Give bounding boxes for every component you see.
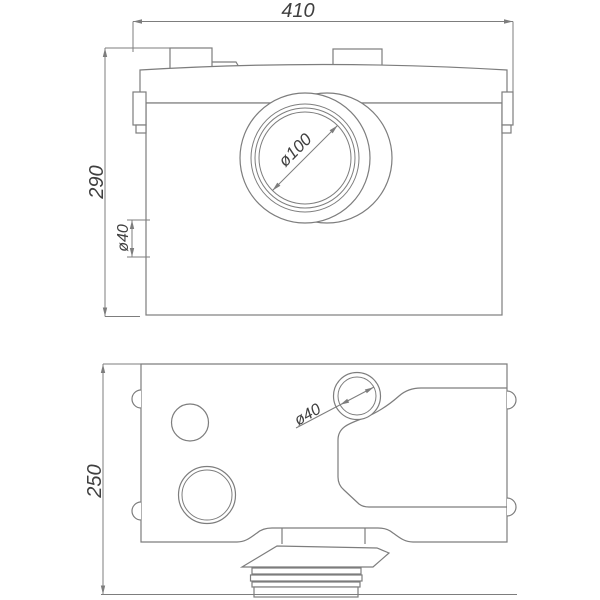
mounting-lug-left-top xyxy=(131,389,142,409)
dim-port-line xyxy=(295,386,375,429)
motor-pod-outline xyxy=(337,387,507,508)
dim-label-side-port: ø40 xyxy=(115,224,132,252)
dim-arrow xyxy=(329,125,338,134)
latch-left-step xyxy=(135,124,147,134)
outlet-ring xyxy=(251,567,362,575)
latch-left xyxy=(132,91,147,126)
mounting-lug-right-bottom xyxy=(506,497,517,517)
lid xyxy=(139,63,508,104)
inlet-ring-middle xyxy=(254,107,356,209)
outlet-cone xyxy=(239,545,391,568)
inlet-ring-outer xyxy=(250,103,360,213)
dim-arrow xyxy=(504,19,513,24)
access-hole-inner xyxy=(181,469,233,521)
dim-arrow xyxy=(102,307,108,317)
outlet-pipe xyxy=(253,586,359,598)
top-view: ø40 250 xyxy=(84,363,517,598)
dim-arrow xyxy=(340,398,350,405)
dim-arrow xyxy=(102,48,108,57)
dim-depth: 250 xyxy=(84,363,517,595)
dim-arrow xyxy=(129,248,135,257)
dim-arrow xyxy=(364,387,374,394)
dim-inlet-line xyxy=(272,125,338,191)
dim-height: 290 xyxy=(86,47,172,317)
dim-arrow xyxy=(100,364,106,373)
dim-side-port: ø40 xyxy=(115,219,150,258)
vent-hole xyxy=(170,403,210,442)
dim-arrow xyxy=(129,220,135,229)
dim-label-height: 290 xyxy=(86,165,108,199)
front-view: ø100 410 290 ø40 xyxy=(86,0,514,317)
dim-width: 410 xyxy=(132,0,514,95)
inlet-ring-inner xyxy=(258,111,352,205)
port-hole-inner xyxy=(337,376,377,416)
access-hole-outer xyxy=(177,465,237,525)
dim-label-width: 410 xyxy=(281,0,314,22)
latch-right xyxy=(501,91,514,126)
dim-arrow xyxy=(100,585,106,595)
dim-arrow xyxy=(272,182,281,191)
outlet-ring xyxy=(249,574,363,582)
dim-label-depth: 250 xyxy=(84,464,106,498)
mounting-lug-left-bottom xyxy=(131,501,142,521)
dim-arrow xyxy=(133,19,142,24)
mounting-lug-right-top xyxy=(506,390,517,410)
outlet-ring xyxy=(251,581,361,588)
latch-right-step xyxy=(501,124,512,134)
